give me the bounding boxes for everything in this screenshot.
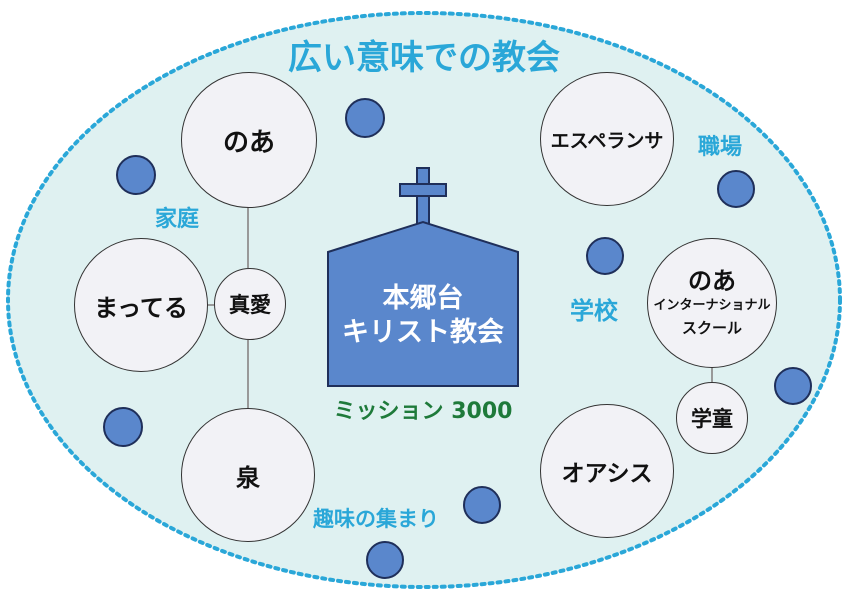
dot (774, 367, 812, 405)
church-label-line1: 本郷台 (382, 283, 464, 314)
circle-gakudo-label: 学童 (691, 407, 733, 431)
church-label: 本郷台 キリスト教会 (328, 282, 518, 350)
mission-label: ミッション 3000 (333, 399, 513, 424)
circle-noa-label: のあ (222, 127, 275, 158)
circle-gakudo: 学童 (676, 382, 748, 454)
diagram-title: 広い意味での教会 (288, 38, 560, 78)
circle-oasis-label: オアシス (561, 461, 653, 487)
circle-noa-intl: のあ インターナショナル スクール (647, 238, 777, 368)
label-kazoku: 家庭 (155, 207, 200, 232)
church-label-line2: キリスト教会 (342, 317, 504, 348)
dot (463, 486, 501, 524)
dot (116, 155, 156, 195)
label-gakko: 学校 (570, 297, 618, 325)
circle-noa-intl-line3: スクール (681, 319, 742, 337)
cross-vertical (416, 167, 430, 231)
circle-izumi-label: 泉 (236, 463, 260, 492)
circle-noa-intl-line2: インターナショナル (653, 298, 771, 313)
church-building (327, 220, 519, 387)
dot (586, 237, 624, 275)
circle-esperanza: エスペランサ (540, 72, 674, 206)
circle-esperanza-label: エスペランサ (550, 129, 664, 152)
dot (103, 407, 143, 447)
cross-horizontal (399, 183, 447, 197)
dot (366, 541, 404, 579)
circle-noa-intl-line1: のあ (688, 267, 736, 295)
dot (345, 98, 385, 138)
label-shumi: 趣味の集まり (313, 507, 439, 531)
circle-noa: のあ (181, 72, 317, 208)
circle-matteru: まってる (74, 238, 208, 372)
circle-oasis: オアシス (540, 404, 674, 538)
circle-shinai: 真愛 (214, 268, 286, 340)
circle-matteru-label: まってる (94, 293, 188, 322)
label-shokuba: 職場 (698, 135, 743, 160)
circle-izumi: 泉 (181, 408, 315, 542)
circle-shinai-label: 真愛 (229, 293, 271, 317)
dot (717, 170, 755, 208)
